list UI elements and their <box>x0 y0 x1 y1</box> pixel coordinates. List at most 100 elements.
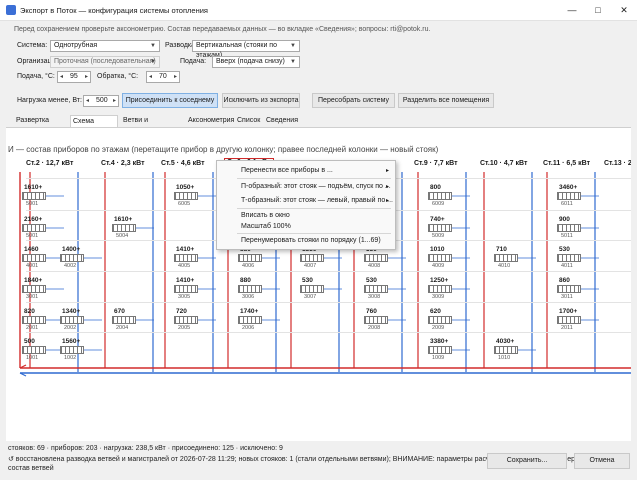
radiator-load: 1610+ <box>24 184 43 191</box>
split-rooms-button[interactable]: Разделить все помещения <box>398 93 494 108</box>
radiator[interactable] <box>300 285 324 293</box>
radiator-load: 800 <box>430 184 441 191</box>
radiator[interactable] <box>428 346 452 354</box>
radiator-id: 2005 <box>178 325 191 331</box>
radiator-load: 500 <box>24 338 35 345</box>
radiator[interactable] <box>174 254 198 262</box>
tab-info[interactable]: Сведения <box>266 117 298 124</box>
riser-header[interactable]: Ст.11 · 6,5 кВт <box>543 160 591 167</box>
supply-combo[interactable]: Вверх (подача снизу)▼ <box>212 56 300 68</box>
radiator-load: 1840+ <box>24 277 43 284</box>
radiator[interactable] <box>112 224 136 232</box>
tab-branches[interactable]: Ветви и магистрали <box>123 117 161 135</box>
menu-item-fit[interactable]: Вписать в окно <box>241 212 290 219</box>
radiator[interactable] <box>428 254 452 262</box>
tab-axonometry[interactable]: Аксонометрия <box>188 117 235 124</box>
radiator[interactable] <box>60 346 84 354</box>
menu-item-renumber[interactable]: Перенумеровать стояки по порядку (1...69… <box>241 237 381 244</box>
title-bar: Экспорт в Поток — конфигурация системы о… <box>0 0 637 21</box>
radiator[interactable] <box>22 346 46 354</box>
radiator[interactable] <box>60 316 84 324</box>
attach-to-neighbor-button[interactable]: Присоединить к соседнему <box>122 93 218 108</box>
radiator[interactable] <box>364 316 388 324</box>
pipe-diagram <box>19 172 631 377</box>
radiator-load: 720 <box>176 308 187 315</box>
tab-building-layout[interactable]: Развертка здания <box>16 117 50 135</box>
radiator[interactable] <box>238 254 262 262</box>
radiator[interactable] <box>557 192 581 200</box>
tsupply-label: Подача, °С: <box>17 73 55 80</box>
chevron-left-icon[interactable]: ◂ <box>60 74 64 80</box>
wiring-combo[interactable]: Вертикальная (стояки по этажам)▼ <box>192 40 300 59</box>
radiator[interactable] <box>174 316 198 324</box>
radiator[interactable] <box>428 316 452 324</box>
riser-header[interactable]: Ст.9 · 7,7 кВт <box>414 160 458 167</box>
radiator[interactable] <box>494 254 518 262</box>
chevron-down-icon: ▼ <box>290 43 296 49</box>
riser-header[interactable]: Ст.13 · 2, <box>604 160 631 167</box>
rebuild-system-button[interactable]: Пересобрать систему <box>312 93 395 108</box>
chevron-right-icon[interactable]: ▸ <box>112 98 116 104</box>
menu-item-scale[interactable]: Масштаб 100% <box>241 223 291 230</box>
radiator[interactable] <box>300 254 324 262</box>
radiator-load: 710 <box>496 246 507 253</box>
chevron-left-icon[interactable]: ◂ <box>149 74 153 80</box>
radiator[interactable] <box>494 346 518 354</box>
menu-item-move-all[interactable]: Перенести все приборы в ... <box>241 167 333 174</box>
radiator-id: 4007 <box>304 263 317 269</box>
treturn-spinner[interactable]: ◂70▸ <box>146 71 180 83</box>
radiator[interactable] <box>22 254 46 262</box>
radiator[interactable] <box>60 254 84 262</box>
radiator[interactable] <box>22 316 46 324</box>
radiator-id: 3006 <box>242 294 255 300</box>
cancel-button[interactable]: Отмена <box>574 453 630 469</box>
radiator[interactable] <box>22 285 46 293</box>
menu-separator <box>237 208 391 209</box>
radiator-load: 740+ <box>430 216 445 223</box>
panel-caption: И — состав приборов по этажам (перетащит… <box>8 145 439 154</box>
radiator-load: 1010 <box>430 246 445 253</box>
chevron-right-icon[interactable]: ▸ <box>84 74 88 80</box>
radiator-id: 1001 <box>26 355 39 361</box>
exclude-from-export-button[interactable]: Исключить из экспорта <box>222 93 300 108</box>
maximize-button[interactable]: □ <box>595 5 601 15</box>
radiator-id: 6005 <box>178 201 191 207</box>
chevron-right-icon[interactable]: ▸ <box>173 74 177 80</box>
save-button[interactable]: Сохранить... <box>487 453 567 469</box>
chevron-left-icon[interactable]: ◂ <box>86 98 90 104</box>
radiator[interactable] <box>174 285 198 293</box>
radiator[interactable] <box>174 192 198 200</box>
floor-separator <box>26 332 631 333</box>
radiator[interactable] <box>557 224 581 232</box>
menu-item-t-shape[interactable]: Т-образный: этот стояк — левый, правый п… <box>241 197 393 204</box>
radiator[interactable] <box>557 316 581 324</box>
radiator[interactable] <box>428 285 452 293</box>
riser-header[interactable]: Ст.2 · 12,7 кВт <box>26 160 74 167</box>
tab-riser-scheme[interactable]: Схема стояков <box>70 115 118 136</box>
radiator[interactable] <box>238 285 262 293</box>
radiator[interactable] <box>364 285 388 293</box>
radiator[interactable] <box>428 224 452 232</box>
radiator[interactable] <box>22 224 46 232</box>
radiator[interactable] <box>364 254 388 262</box>
radiator-id: 2002 <box>64 325 77 331</box>
minimize-button[interactable]: — <box>567 5 577 15</box>
radiator[interactable] <box>112 316 136 324</box>
tab-list[interactable]: Список <box>237 117 261 124</box>
radiator[interactable] <box>557 254 581 262</box>
system-combo[interactable]: Однотрубная▼ <box>50 40 160 52</box>
close-button[interactable]: ✕ <box>620 5 628 15</box>
radiator[interactable] <box>238 316 262 324</box>
tsupply-spinner[interactable]: ◂95▸ <box>57 71 91 83</box>
menu-item-p-shape[interactable]: П-образный: этот стояк — подъём, спуск п… <box>241 183 391 190</box>
riser-header[interactable]: Ст.5 · 4,6 кВт <box>161 160 205 167</box>
radiator[interactable] <box>428 192 452 200</box>
chevron-down-icon: ▼ <box>150 43 156 49</box>
org-combo[interactable]: Проточная (последовательная)▼ <box>50 56 160 68</box>
riser-header[interactable]: Ст.10 · 4,7 кВт <box>480 160 528 167</box>
riser-header[interactable]: Ст.4 · 2,3 кВт <box>101 160 145 167</box>
radiator[interactable] <box>557 285 581 293</box>
radiator[interactable] <box>22 192 46 200</box>
radiator-load: 1340+ <box>62 308 81 315</box>
load-threshold-spinner[interactable]: ◂500▸ <box>83 95 119 107</box>
